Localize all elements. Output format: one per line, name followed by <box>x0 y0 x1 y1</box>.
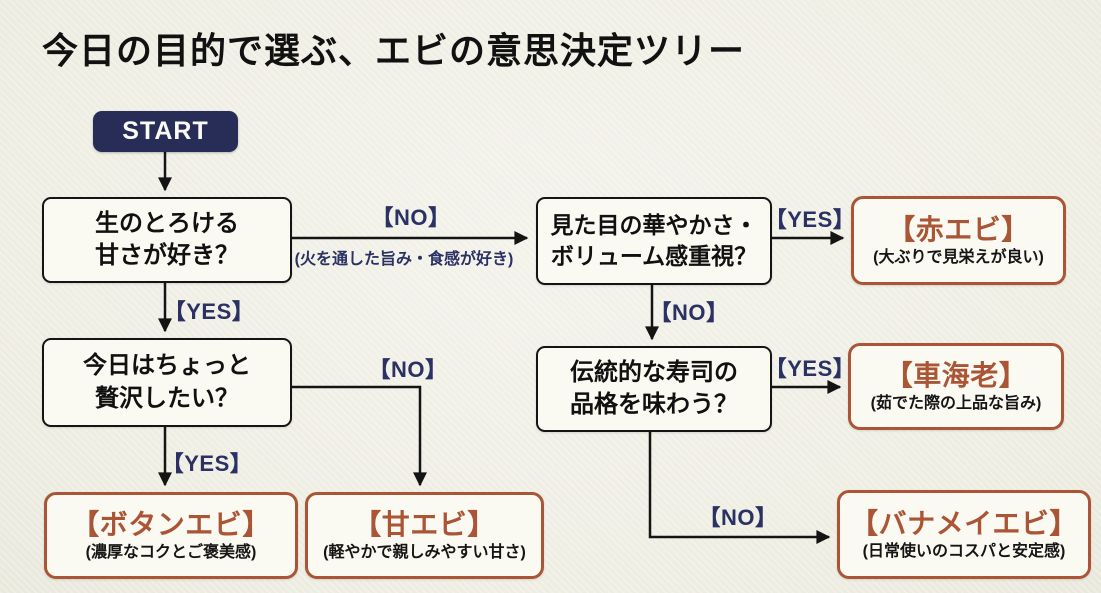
question-text: 伝統的な寿司の <box>570 358 738 386</box>
result-node-kurumaebi: 【車海老】 (茹でた際の上品な旨み) <box>848 343 1064 430</box>
result-note: (大ぶりで見栄えが良い) <box>873 249 1044 266</box>
result-name: 【ボタンエビ】 <box>71 508 271 540</box>
question-text: 今日はちょっと <box>83 352 251 380</box>
question-text: 贅沢したい？ <box>95 384 239 412</box>
page-title: 今日の目的で選ぶ、エビの意思決定ツリー <box>42 30 746 72</box>
edge-label-q4-yes: 【YES】 <box>764 356 856 381</box>
question-node-visual-volume: 見た目の華やかさ・ ボリューム感重視？ <box>536 197 772 285</box>
result-node-akaebi: 【赤エビ】 (大ぶりで見栄えが良い) <box>851 196 1066 285</box>
question-text: 見た目の華やかさ・ <box>550 211 758 238</box>
result-name: 【赤エビ】 <box>887 213 1030 245</box>
result-node-banameiebi: 【バナメイエビ】 (日常使いのコスパと安定感) <box>837 490 1091 579</box>
result-note: (濃厚なコクとご褒美感) <box>85 544 257 561</box>
question-text: 甘さが好き？ <box>95 242 239 269</box>
question-node-raw-sweetness: 生のとろける 甘さが好き？ <box>42 197 292 283</box>
question-text: ボリューム感重視？ <box>550 243 758 269</box>
result-name: 【車海老】 <box>884 359 1028 391</box>
edge-label-q2-no: 【NO】 <box>649 300 729 325</box>
result-note: (軽やかで親しみやすい甘さ) <box>323 544 526 561</box>
edge-label-q2-yes: 【YES】 <box>764 207 856 232</box>
question-node-splurge-today: 今日はちょっと 贅沢したい？ <box>42 338 292 427</box>
edge-label-q3-no: 【NO】 <box>368 357 448 382</box>
question-text: 品格を味わう？ <box>570 391 738 418</box>
result-note: (日常使いのコスパと安定感) <box>862 543 1066 560</box>
question-node-traditional-sushi: 伝統的な寿司の 品格を味わう？ <box>536 346 772 432</box>
result-name: 【バナメイエビ】 <box>850 507 1078 539</box>
question-text: 生のとろける <box>95 209 239 237</box>
edge-note-q1-no: (火を通した旨み・食感が好き) <box>294 251 514 268</box>
result-node-amaebi: 【甘エビ】 (軽やかで親しみやすい甘さ) <box>305 492 544 579</box>
start-node: START <box>93 111 238 152</box>
edge-label-q1-yes: 【YES】 <box>163 299 255 324</box>
edge-label-q1-no: 【NO】 <box>371 205 451 230</box>
edge-label-q4-no: 【NO】 <box>698 505 778 530</box>
result-name: 【甘エビ】 <box>353 508 496 540</box>
result-note: (茹でた際の上品な旨み) <box>870 395 1042 412</box>
edge-label-q3-yes: 【YES】 <box>161 451 253 476</box>
edge-q3-no-amaebi <box>288 385 427 487</box>
result-node-botanebi: 【ボタンエビ】 (濃厚なコクとご褒美感) <box>44 492 298 579</box>
